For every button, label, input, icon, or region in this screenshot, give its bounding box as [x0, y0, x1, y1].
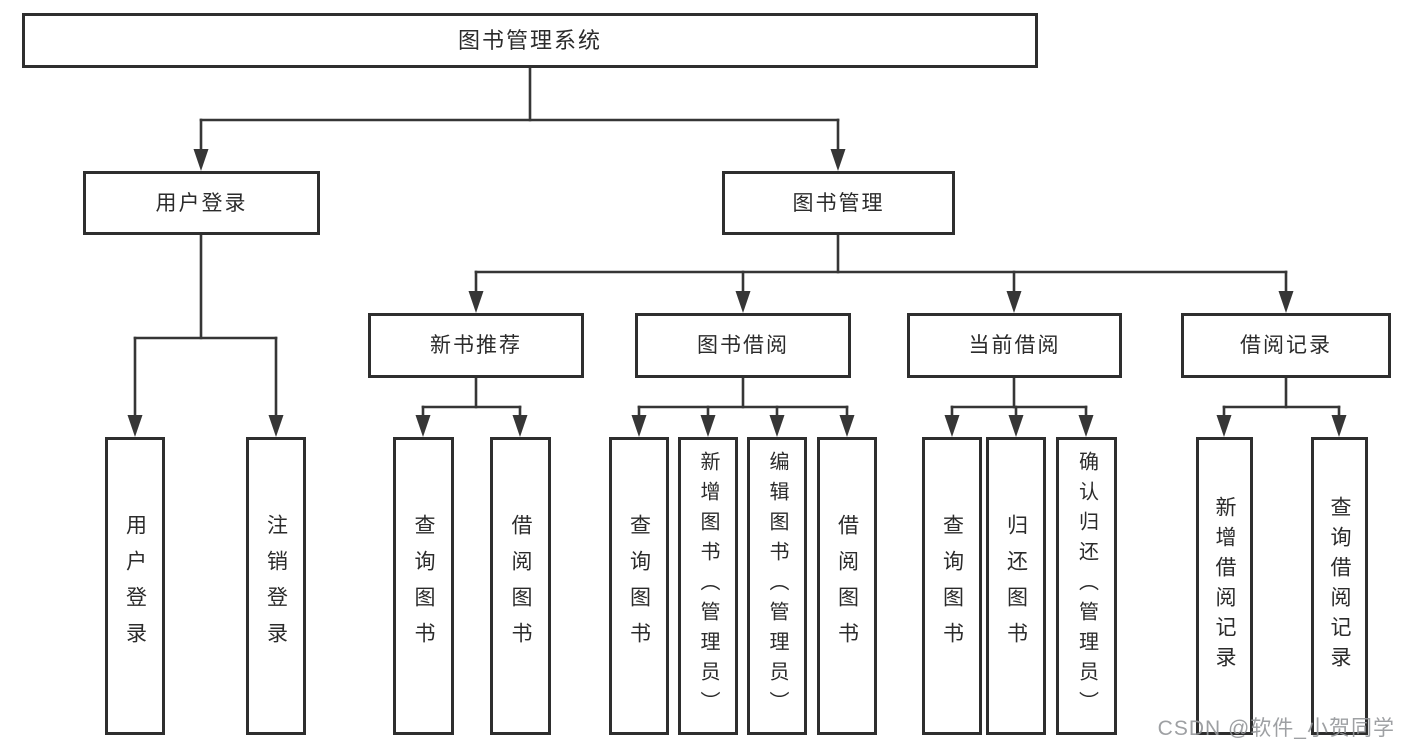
leaf-return-books: 归还图书	[986, 437, 1046, 735]
leaf-confirm-return-admin: 确认归还（管理员）	[1056, 437, 1117, 735]
arrowhead	[735, 291, 751, 313]
leaf-query-books-borrow: 查询图书	[609, 437, 669, 735]
arrowhead	[1078, 415, 1094, 437]
node-book-management: 图书管理	[722, 171, 955, 235]
leaf-logout: 注销登录	[246, 437, 306, 735]
arrowhead	[268, 415, 284, 437]
arrowhead	[1006, 291, 1022, 313]
arrowhead	[468, 291, 484, 313]
leaf-query-borrow-record: 查询借阅记录	[1311, 437, 1368, 735]
leaf-query-books-current: 查询图书	[922, 437, 982, 735]
leaf-user-login: 用户登录	[105, 437, 165, 735]
arrowhead	[1008, 415, 1024, 437]
leaf-borrow-books-borrow: 借阅图书	[817, 437, 877, 735]
leaf-borrow-books-recommend: 借阅图书	[490, 437, 551, 735]
leaf-edit-book-admin: 编辑图书（管理员）	[747, 437, 807, 735]
arrowhead	[193, 149, 209, 171]
arrowhead	[830, 149, 846, 171]
node-book-borrowing: 图书借阅	[635, 313, 851, 378]
arrowhead	[1331, 415, 1347, 437]
node-borrowing-records: 借阅记录	[1181, 313, 1391, 378]
node-library-system: 图书管理系统	[22, 13, 1038, 68]
arrowhead	[1216, 415, 1232, 437]
watermark: CSDN @软件_小贺同学	[1157, 717, 1395, 740]
arrowhead	[700, 415, 716, 437]
arrowhead	[944, 415, 960, 437]
leaf-query-books-recommend: 查询图书	[393, 437, 454, 735]
node-user-login: 用户登录	[83, 171, 320, 235]
arrowhead	[415, 415, 431, 437]
arrowhead	[127, 415, 143, 437]
arrowhead	[839, 415, 855, 437]
arrowhead	[512, 415, 528, 437]
node-current-borrowing: 当前借阅	[907, 313, 1122, 378]
leaf-add-borrow-record: 新增借阅记录	[1196, 437, 1253, 735]
arrowhead	[1278, 291, 1294, 313]
arrowhead	[769, 415, 785, 437]
leaf-add-book-admin: 新增图书（管理员）	[678, 437, 738, 735]
arrowhead	[631, 415, 647, 437]
node-new-book-recommendation: 新书推荐	[368, 313, 584, 378]
